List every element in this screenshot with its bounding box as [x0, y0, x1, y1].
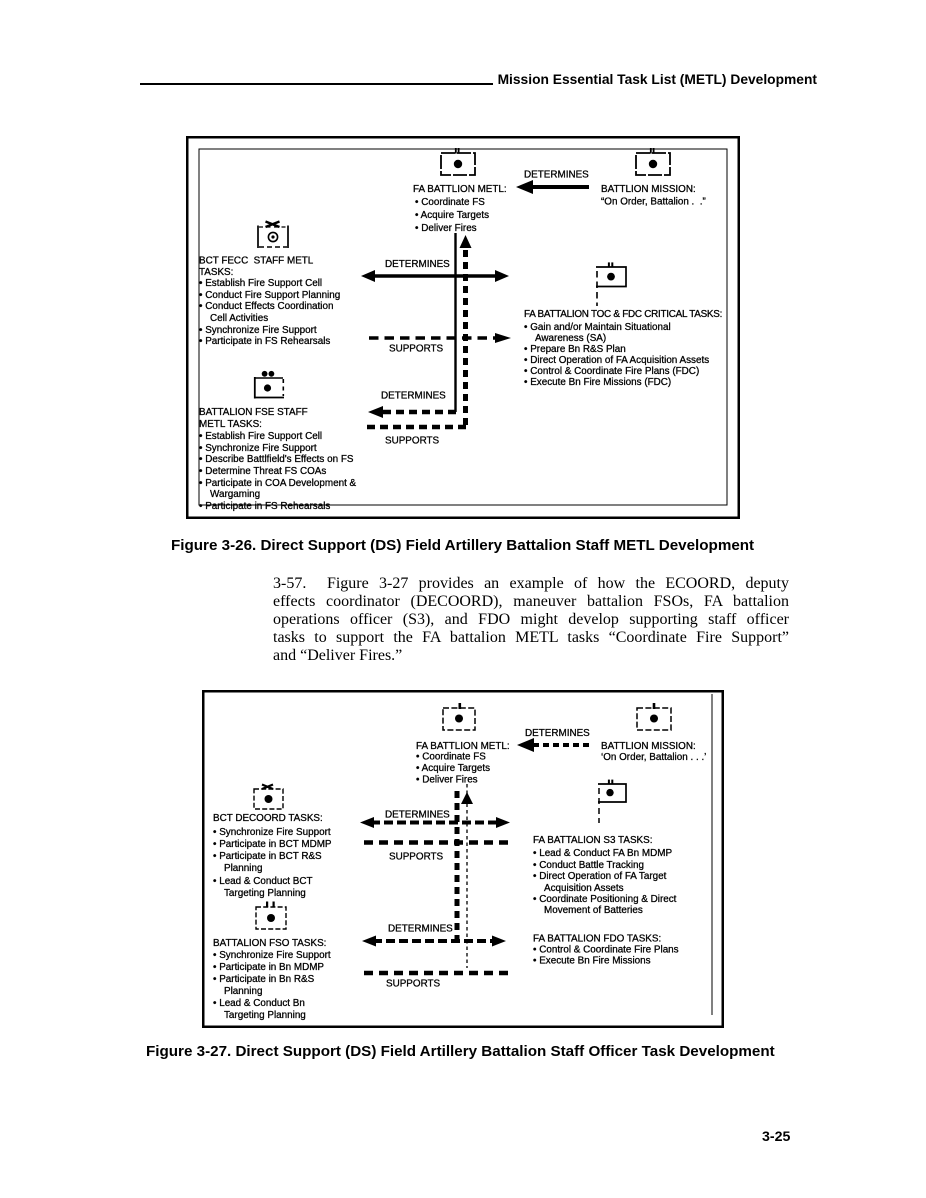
- svg-text:DETERMINES: DETERMINES: [525, 728, 590, 739]
- svg-text:• Participate in BCT MDMP: • Participate in BCT MDMP: [213, 839, 332, 850]
- svg-text:• Acquire Targets: • Acquire Targets: [416, 763, 490, 774]
- svg-text:• Lead & Conduct Bn: • Lead & Conduct Bn: [213, 998, 305, 1009]
- svg-text:BCT FECC STAFF METL: BCT FECC STAFF METL: [199, 256, 314, 267]
- svg-text:FA BATTLION METL:: FA BATTLION METL:: [413, 184, 507, 195]
- svg-text:‘On Order, Battalion . . .’: ‘On Order, Battalion . . .’: [601, 752, 706, 763]
- svg-text:BATTLION MISSION:: BATTLION MISSION:: [601, 741, 696, 752]
- svg-text:• Coordinate FS: • Coordinate FS: [415, 197, 485, 208]
- svg-text:• Determine Threat FS COAs: • Determine Threat FS COAs: [199, 466, 326, 477]
- svg-text:DETERMINES: DETERMINES: [381, 391, 446, 402]
- svg-text:• Prepare Bn R&S Plan: • Prepare Bn R&S Plan: [524, 344, 626, 355]
- svg-text:• Control & Coordinate Fire Pl: • Control & Coordinate Fire Plans (FDC): [524, 366, 699, 377]
- svg-text:• Direct Operation of FA Acqui: • Direct Operation of FA Acquisition Ass…: [524, 355, 709, 366]
- svg-text:• Participate in FS Rehearsals: • Participate in FS Rehearsals: [199, 336, 330, 347]
- svg-text:• Control & Coordinate Fire Pl: • Control & Coordinate Fire Plans: [533, 945, 679, 956]
- svg-text:FA BATTALION S3 TASKS:: FA BATTALION S3 TASKS:: [533, 835, 652, 846]
- svg-text:• Participate in FS Rehearsals: • Participate in FS Rehearsals: [199, 501, 330, 512]
- svg-text:DETERMINES: DETERMINES: [385, 810, 450, 821]
- svg-text:• Conduct Effects Coordination: • Conduct Effects Coordination: [199, 301, 333, 312]
- svg-text:METL TASKS:: METL TASKS:: [199, 419, 262, 430]
- svg-text:• Deliver Fires: • Deliver Fires: [416, 775, 478, 786]
- svg-text:• Coordinate Positioning & Dir: • Coordinate Positioning & Direct: [533, 894, 677, 905]
- svg-text:• Lead & Conduct FA Bn MDMP: • Lead & Conduct FA Bn MDMP: [533, 848, 672, 859]
- svg-text:SUPPORTS: SUPPORTS: [385, 436, 440, 447]
- svg-text:Acquisition Assets: Acquisition Assets: [544, 883, 624, 894]
- svg-text:• Coordinate FS: • Coordinate FS: [416, 752, 486, 763]
- svg-text:• Acquire Targets: • Acquire Targets: [415, 210, 489, 221]
- svg-text:SUPPORTS: SUPPORTS: [389, 852, 444, 863]
- svg-text:• Describe Battlfield's Effect: • Describe Battlfield's Effects on FS: [199, 454, 354, 465]
- svg-text:• Execute Bn Fire Missions (FD: • Execute Bn Fire Missions (FDC): [524, 377, 671, 388]
- svg-text:Cell Activities: Cell Activities: [210, 313, 268, 324]
- svg-text:• Participate in Bn MDMP: • Participate in Bn MDMP: [213, 962, 324, 973]
- svg-text:TASKS:: TASKS:: [199, 267, 233, 278]
- svg-text:SUPPORTS: SUPPORTS: [389, 344, 444, 355]
- svg-text:Awareness (SA): Awareness (SA): [535, 333, 606, 344]
- svg-text:• Synchronize Fire Support: • Synchronize Fire Support: [213, 950, 331, 961]
- svg-text:Planning: Planning: [224, 863, 262, 874]
- svg-text:BCT DECOORD TASKS:: BCT DECOORD TASKS:: [213, 813, 323, 824]
- svg-text:BATTLION MISSION:: BATTLION MISSION:: [601, 184, 696, 195]
- svg-text:FA BATTLION METL:: FA BATTLION METL:: [416, 741, 510, 752]
- svg-text:BATTALION FSE STAFF: BATTALION FSE STAFF: [199, 407, 308, 418]
- svg-text:• Participate in Bn R&S: • Participate in Bn R&S: [213, 974, 315, 985]
- svg-text:BATTALION FSO TASKS:: BATTALION FSO TASKS:: [213, 938, 326, 949]
- svg-text:• Execute Bn Fire Missions: • Execute Bn Fire Missions: [533, 956, 651, 967]
- svg-text:Targeting Planning: Targeting Planning: [224, 1010, 306, 1021]
- svg-text:• Synchronize Fire Support: • Synchronize Fire Support: [199, 443, 317, 454]
- svg-text:Planning: Planning: [224, 986, 262, 997]
- svg-text:Movement of Batteries: Movement of Batteries: [544, 905, 643, 916]
- svg-text:FA BATTALION FDO TASKS:: FA BATTALION FDO TASKS:: [533, 934, 661, 945]
- svg-text:• Participate in COA Developme: • Participate in COA Development &: [199, 478, 357, 489]
- svg-text:• Conduct Battle Tracking: • Conduct Battle Tracking: [533, 860, 644, 871]
- svg-text:• Lead & Conduct BCT: • Lead & Conduct BCT: [213, 876, 313, 887]
- svg-text:• Gain and/or Maintain Situati: • Gain and/or Maintain Situational: [524, 322, 671, 333]
- svg-text:FA BATTALION TOC & FDC CRITICA: FA BATTALION TOC & FDC CRITICAL TASKS:: [524, 309, 722, 320]
- svg-text:SUPPORTS: SUPPORTS: [386, 979, 441, 990]
- svg-text:DETERMINES: DETERMINES: [388, 924, 453, 935]
- svg-text:• Conduct Fire Support Plannin: • Conduct Fire Support Planning: [199, 290, 340, 301]
- svg-text:“On Order, Battalion . .”: “On Order, Battalion . .”: [601, 197, 706, 208]
- svg-text:• Synchronize Fire Support: • Synchronize Fire Support: [213, 827, 331, 838]
- svg-text:DETERMINES: DETERMINES: [385, 259, 450, 270]
- svg-text:Wargaming: Wargaming: [210, 489, 260, 500]
- svg-text:DETERMINES: DETERMINES: [524, 170, 589, 181]
- svg-text:• Direct Operation of FA Targe: • Direct Operation of FA Target: [533, 871, 667, 882]
- svg-text:• Establish Fire Support Cell: • Establish Fire Support Cell: [199, 431, 322, 442]
- svg-text:• Synchronize Fire Support: • Synchronize Fire Support: [199, 325, 317, 336]
- svg-text:• Deliver Fires: • Deliver Fires: [415, 223, 477, 234]
- svg-text:• Participate in BCT R&S: • Participate in BCT R&S: [213, 851, 322, 862]
- svg-text:• Establish Fire Support Cell: • Establish Fire Support Cell: [199, 278, 322, 289]
- svg-text:Targeting Planning: Targeting Planning: [224, 888, 306, 899]
